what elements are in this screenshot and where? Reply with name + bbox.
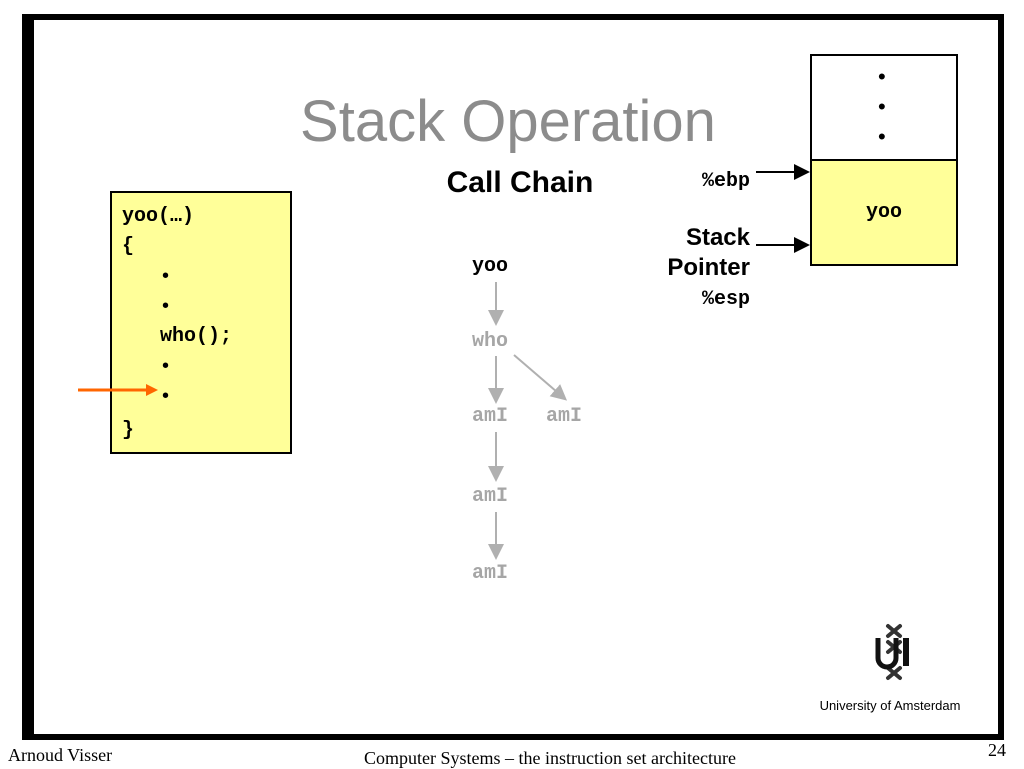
- code-box: yoo(…) { • • who(); • • }: [110, 191, 292, 454]
- footer-course: Computer Systems – the instruction set a…: [364, 748, 736, 768]
- code-line: •: [162, 265, 170, 287]
- chain-node-ami: amI: [472, 485, 509, 508]
- arrow-who-ami-2: [513, 354, 568, 401]
- stack-upper-frames: • • •: [810, 54, 958, 161]
- university-name: University of Amsterdam: [819, 698, 961, 713]
- stack-ellipsis-dot: •: [878, 124, 886, 149]
- code-line: who();: [160, 325, 233, 348]
- chain-node-ami: amI: [472, 562, 509, 585]
- code-line: •: [162, 385, 170, 407]
- code-line: •: [162, 355, 170, 377]
- slide-title: Stack Operation: [300, 89, 716, 154]
- stack-pointer-label-line2: Pointer: [667, 254, 750, 281]
- stack-frame-label: yoo: [865, 201, 902, 224]
- page-number: 24: [988, 740, 1006, 760]
- chain-node-who: who: [472, 330, 509, 353]
- code-line: •: [162, 295, 170, 317]
- code-line: yoo(…): [122, 205, 195, 228]
- stack-ellipsis-dot: •: [878, 94, 886, 119]
- chain-node-ami: amI: [546, 405, 583, 428]
- code-line: }: [122, 419, 135, 442]
- chain-node-yoo: yoo: [472, 255, 509, 278]
- stack-frame-yoo: yoo: [810, 159, 958, 266]
- ebp-label: %ebp: [701, 170, 750, 193]
- footer-author: Arnoud Visser: [8, 745, 113, 765]
- call-chain-heading: Call Chain: [446, 166, 594, 199]
- current-line-arrow: [78, 384, 158, 396]
- stack-pointer-label-line1: Stack: [685, 224, 750, 251]
- esp-label: %esp: [701, 288, 750, 311]
- code-line: {: [122, 235, 135, 258]
- university-of-amsterdam-logo: [875, 624, 909, 680]
- chain-node-ami: amI: [472, 405, 509, 428]
- stack-ellipsis-dot: •: [878, 64, 886, 89]
